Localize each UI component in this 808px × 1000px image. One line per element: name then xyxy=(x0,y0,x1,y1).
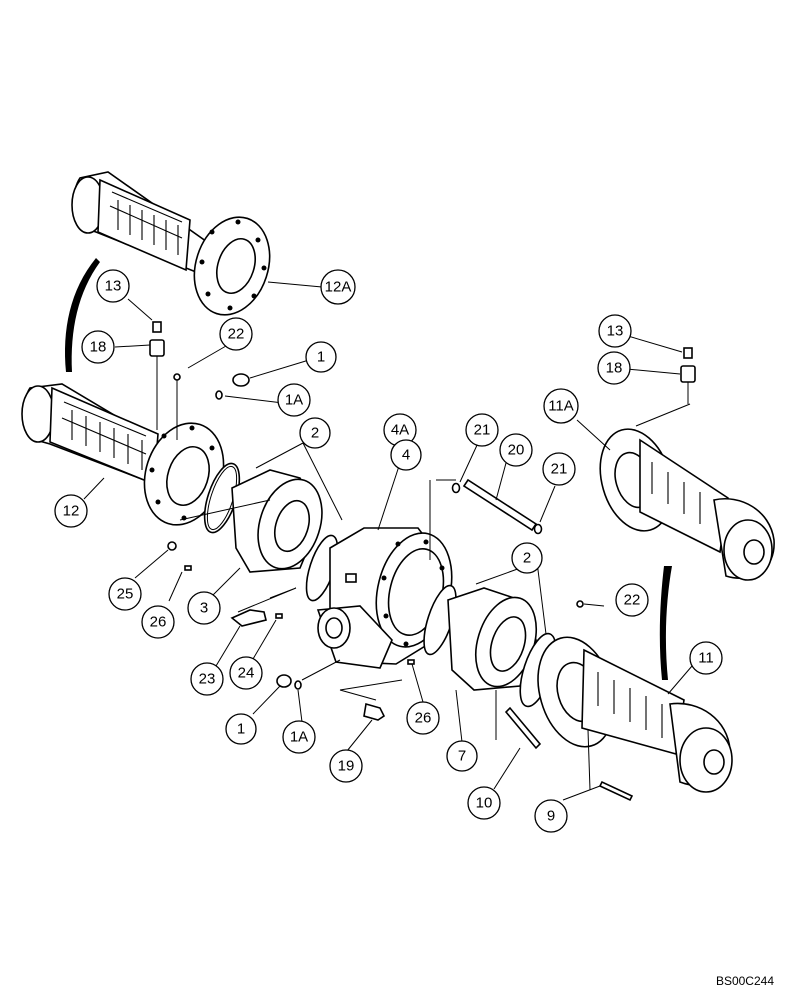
callout-18-left: 18 xyxy=(81,330,115,364)
drawing-code: BS00C244 xyxy=(715,974,774,988)
callout-19: 19 xyxy=(329,749,363,783)
callout-24: 24 xyxy=(229,656,263,690)
axle-housing-11A xyxy=(599,403,775,581)
svg-text:26: 26 xyxy=(415,710,432,727)
callout-1A-bottom: 1A xyxy=(282,720,316,754)
callout-4A: 4A xyxy=(383,413,417,447)
svg-text:22: 22 xyxy=(624,592,641,609)
callout-18-right: 18 xyxy=(597,351,631,385)
callout-13-right: 13 xyxy=(598,314,632,348)
svg-text:21: 21 xyxy=(474,422,491,439)
callout-11A: 11A xyxy=(543,388,579,424)
replacement-arrow-right xyxy=(659,566,672,680)
shaft-and-rings xyxy=(451,478,543,535)
callout-4: 4 xyxy=(390,439,422,471)
svg-text:9: 9 xyxy=(547,808,555,825)
svg-text:4A: 4A xyxy=(391,422,409,439)
svg-text:23: 23 xyxy=(199,671,216,688)
callout-26-left: 26 xyxy=(141,605,175,639)
callout-1-top: 1 xyxy=(305,341,337,373)
svg-text:2: 2 xyxy=(523,550,531,567)
svg-text:19: 19 xyxy=(338,758,355,775)
differential-housing-4 xyxy=(316,479,456,669)
callout-12A: 12A xyxy=(320,269,356,305)
callout-2-right: 2 xyxy=(511,542,543,574)
svg-text:2: 2 xyxy=(311,425,319,442)
fittings-left-upper xyxy=(149,321,250,440)
svg-text:10: 10 xyxy=(476,795,493,812)
svg-text:25: 25 xyxy=(117,586,134,603)
svg-text:3: 3 xyxy=(200,600,208,617)
callout-7: 7 xyxy=(446,740,478,772)
callout-22-right: 22 xyxy=(615,583,649,617)
svg-text:21: 21 xyxy=(551,461,568,478)
seal-and-carrier-left xyxy=(179,462,323,573)
callout-3: 3 xyxy=(187,591,221,625)
svg-text:18: 18 xyxy=(606,360,623,377)
clip-and-bolt xyxy=(230,587,297,627)
svg-text:18: 18 xyxy=(90,339,107,356)
svg-text:12A: 12A xyxy=(325,279,352,296)
callout-13-left: 13 xyxy=(96,269,130,303)
svg-text:1A: 1A xyxy=(290,729,308,746)
svg-text:22: 22 xyxy=(228,326,245,343)
svg-text:26: 26 xyxy=(150,614,167,631)
axle-housing-11 xyxy=(537,636,733,793)
fittings-right xyxy=(680,347,696,404)
bolt-9 xyxy=(598,780,634,802)
seal-and-carrier-right xyxy=(407,584,537,740)
callout-12: 12 xyxy=(54,494,88,528)
svg-text:1: 1 xyxy=(317,349,325,366)
callout-2-left: 2 xyxy=(299,417,331,449)
svg-text:1A: 1A xyxy=(285,392,303,409)
callout-1-bottom: 1 xyxy=(225,713,257,745)
svg-text:11: 11 xyxy=(698,650,714,667)
svg-text:4: 4 xyxy=(402,447,410,464)
callout-10: 10 xyxy=(467,786,501,820)
svg-text:13: 13 xyxy=(105,278,122,295)
callout-1A-top: 1A xyxy=(277,383,311,417)
axle-housing-12 xyxy=(21,383,225,526)
callout-21-right: 21 xyxy=(542,452,576,486)
plug-22-right xyxy=(576,600,584,608)
svg-text:1: 1 xyxy=(237,721,245,738)
callout-11: 11 xyxy=(689,641,723,675)
small-parts-left xyxy=(167,541,192,571)
plugs-bottom xyxy=(276,659,403,721)
axle-housing-12A xyxy=(71,171,271,316)
callout-25: 25 xyxy=(108,577,142,611)
callout-22-left: 22 xyxy=(219,317,253,351)
callout-20: 20 xyxy=(499,433,533,467)
replacement-arrow-left xyxy=(65,258,100,372)
svg-text:13: 13 xyxy=(607,323,624,340)
callout-9: 9 xyxy=(534,799,568,833)
svg-text:24: 24 xyxy=(238,665,255,682)
callout-21-left: 21 xyxy=(465,413,499,447)
svg-text:7: 7 xyxy=(458,748,466,765)
svg-text:11A: 11A xyxy=(548,398,574,415)
bolt-10 xyxy=(504,706,542,750)
callout-23: 23 xyxy=(190,662,224,696)
svg-text:20: 20 xyxy=(508,442,525,459)
callout-26-right: 26 xyxy=(406,701,440,735)
svg-text:12: 12 xyxy=(63,503,80,520)
